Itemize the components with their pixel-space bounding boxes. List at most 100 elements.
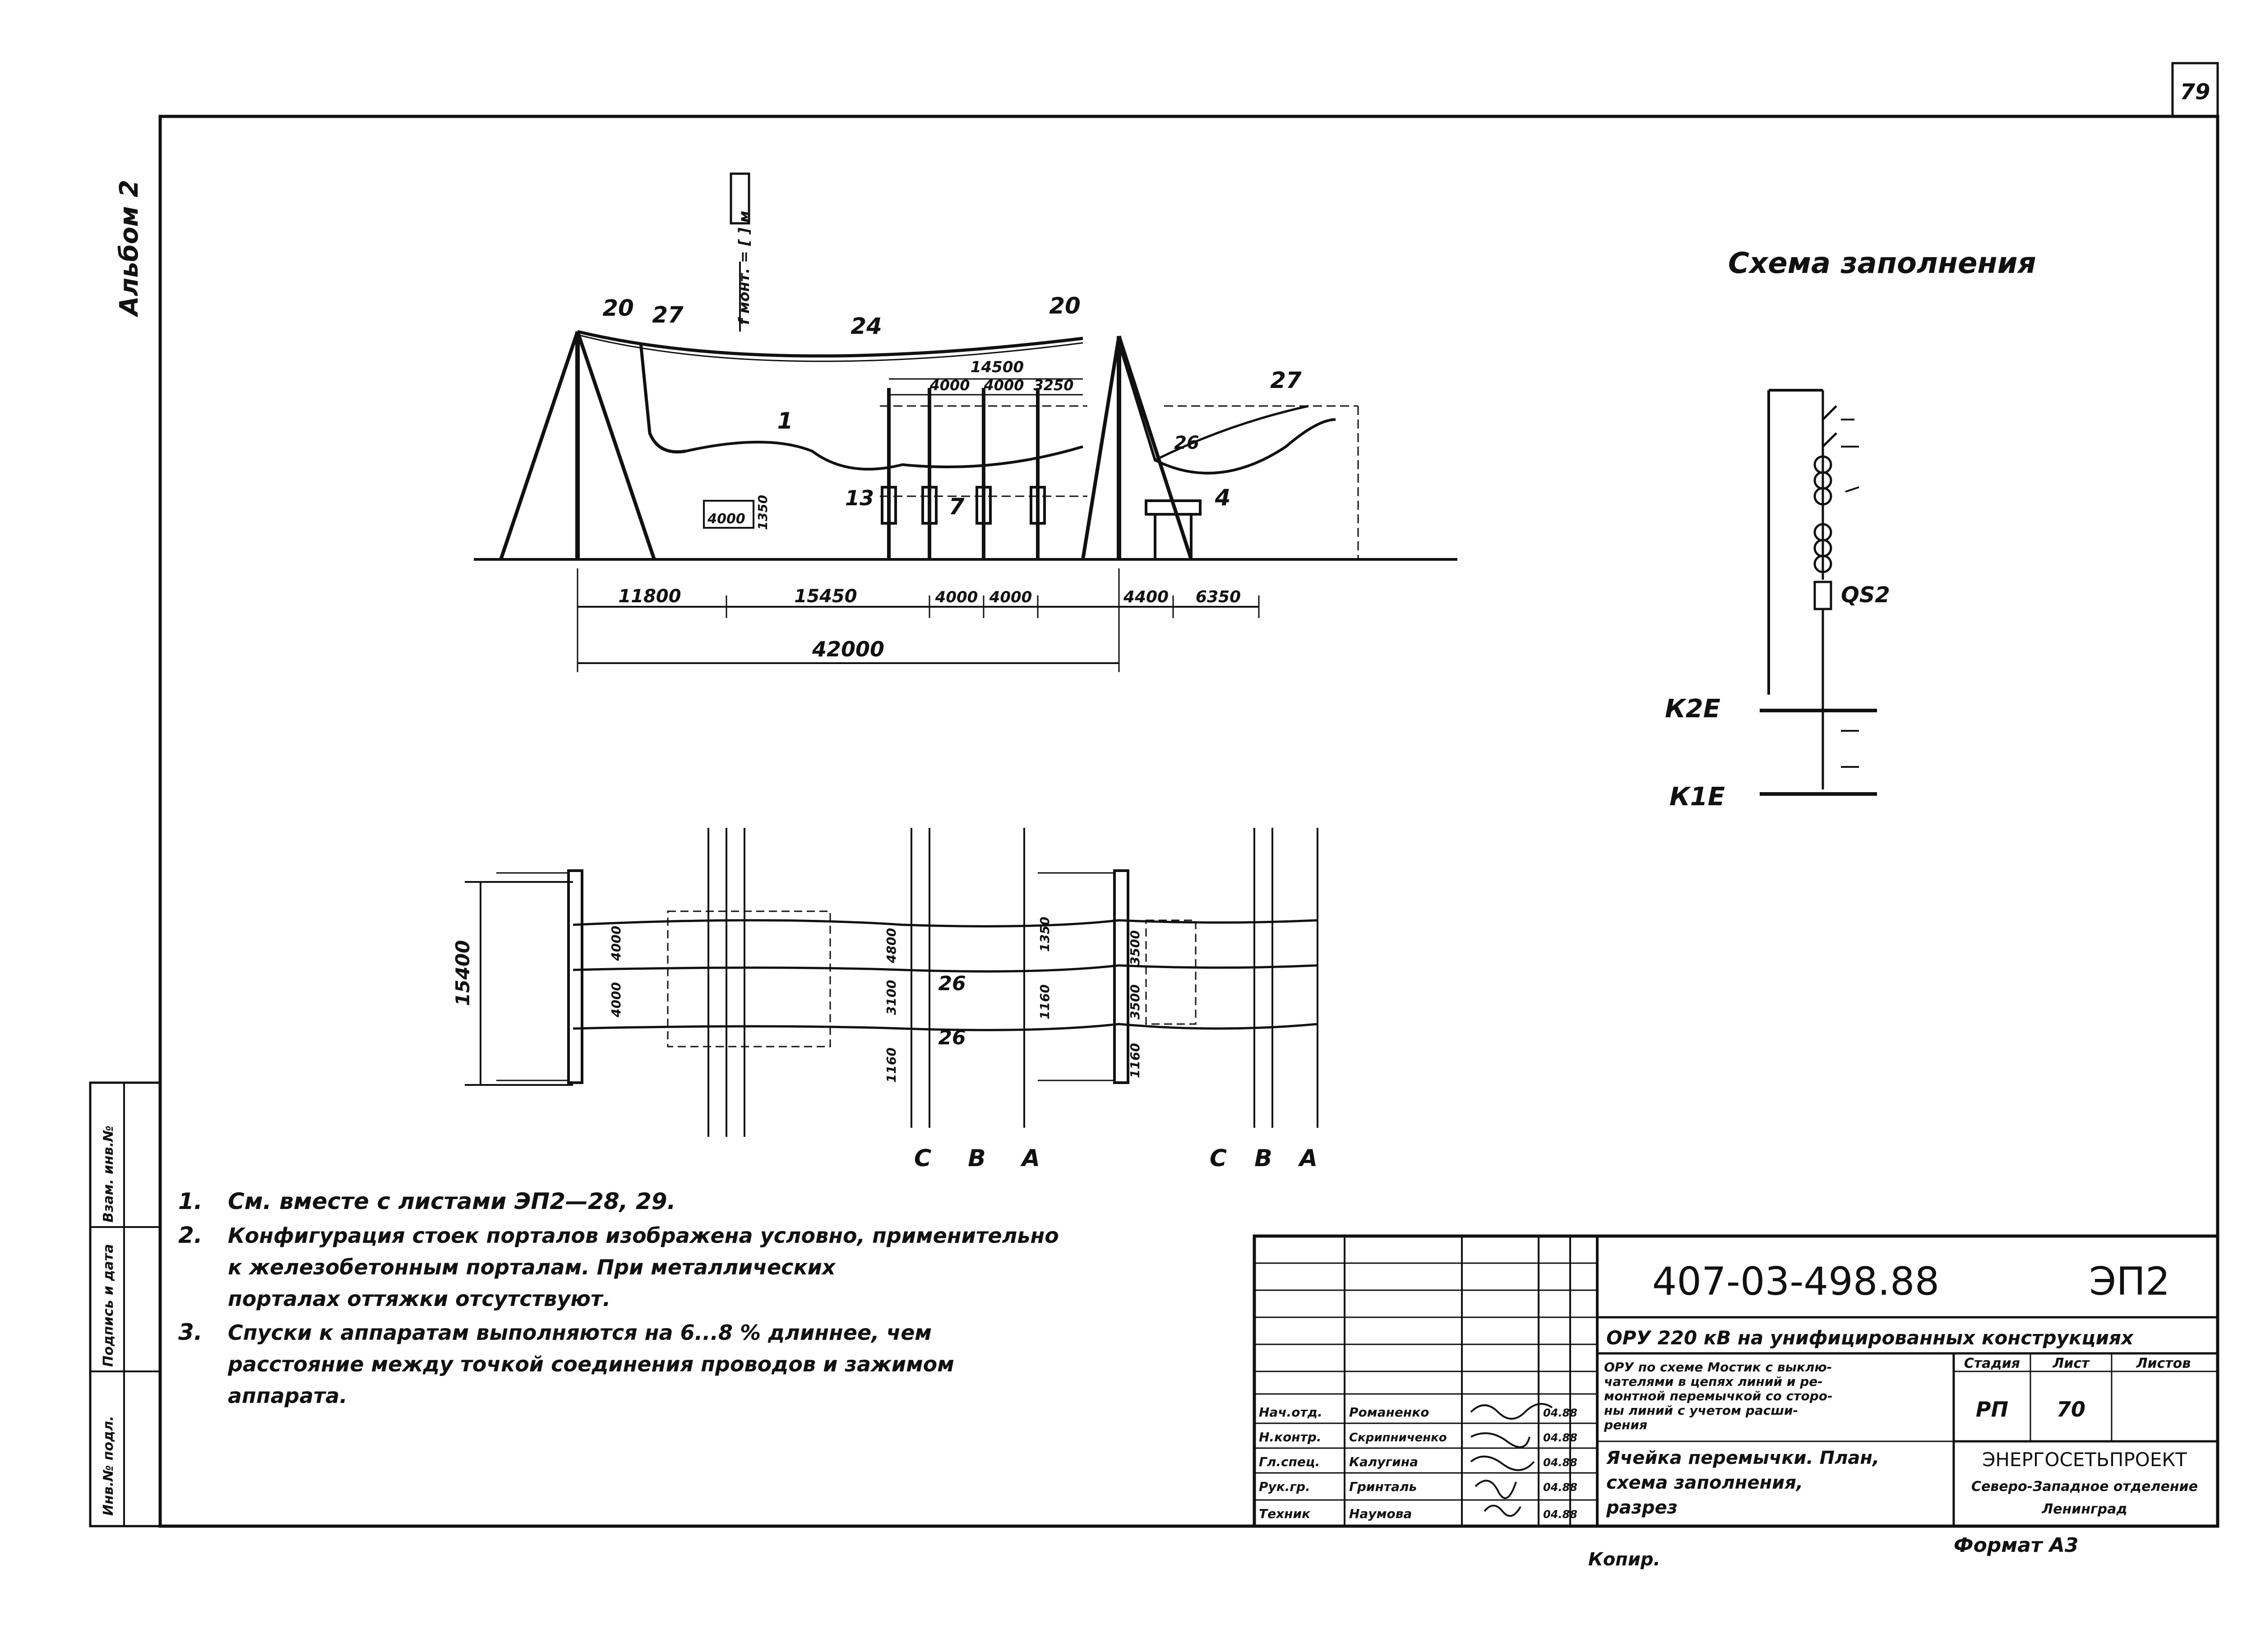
right-portal-leg-1	[1081, 336, 1121, 560]
sheets-header: Листов	[2136, 1356, 2191, 1371]
mount-label: f монт. = [ ] м	[735, 211, 753, 325]
span-wire-24	[577, 330, 1083, 358]
note-1-line-1: См. вместе с листами ЭП2—28, 29.	[228, 1188, 676, 1214]
staff-role: Техник	[1259, 1506, 1311, 1521]
org-name-1: ЭНЕРГОСЕТЬПРОЕКТ	[1982, 1449, 2187, 1471]
plan-dim-1160a: 1160	[884, 1047, 899, 1083]
top-dimension-lines	[889, 378, 1083, 396]
qs2-switch	[1813, 581, 1832, 610]
callout-20-right: 20	[1049, 293, 1081, 319]
album-label: Альбом 2	[115, 180, 144, 318]
top-dim-14500: 14500	[971, 358, 1024, 376]
note-3-num: 3.	[178, 1319, 203, 1345]
bottom-dimension-lines	[577, 568, 1260, 672]
plan-callout-26b: 26	[938, 1026, 966, 1049]
note-3-line-3: аппарата.	[228, 1384, 347, 1408]
sheet-code: ЭП2	[2089, 1259, 2170, 1304]
callout-1: 1	[777, 408, 793, 434]
callout-24: 24	[851, 313, 882, 339]
staff-date: 04.88	[1543, 1456, 1577, 1469]
drawing-title-2: схема заполнения,	[1606, 1472, 1803, 1493]
org-name-3: Ленинград	[2041, 1501, 2127, 1517]
sheet-value: 70	[2057, 1397, 2085, 1421]
phase-right-B: В	[1254, 1145, 1272, 1172]
note-3-line-2: расстояние между точкой соединения прово…	[227, 1352, 954, 1376]
org-name-2: Северо-Западное отделение	[1971, 1479, 2198, 1495]
fill-scheme-title: Схема заполнения	[1728, 247, 2036, 280]
side-stamp-replace: Взам. инв.№	[101, 1126, 116, 1223]
connection-wire-1	[685, 441, 1083, 471]
staff-role: Нач.отд.	[1259, 1405, 1322, 1420]
staff-role: Рук.гр.	[1259, 1479, 1310, 1494]
drawing-title-3: разрез	[1606, 1497, 1678, 1518]
wire-27-right	[1118, 342, 1336, 475]
staff-name: Калугина	[1349, 1454, 1418, 1469]
plan-drawing	[465, 828, 1318, 1137]
plan-dim-15400: 15400	[452, 940, 474, 1006]
phase-left-C: С	[914, 1145, 931, 1172]
footer-format: Формат А3	[1954, 1534, 2079, 1557]
bus-label-K2E: К2Е	[1665, 694, 1720, 724]
phase-right-A: А	[1298, 1145, 1318, 1172]
plan-callout-26a: 26	[938, 972, 966, 995]
scheme-desc-4: ны линий с учетом расши-	[1604, 1403, 1798, 1418]
callout-20-left: 20	[602, 295, 634, 321]
right-portal-leg-3	[1117, 335, 1193, 560]
callout-27-right: 27	[1270, 367, 1302, 393]
plan-dim-4800: 4800	[884, 928, 899, 964]
side-stamp-inv: Инв.№ подл.	[101, 1416, 116, 1516]
sheet-frame	[158, 62, 2219, 1528]
phase-left-A: А	[1020, 1145, 1040, 1172]
top-dim-4000b: 4000	[983, 377, 1024, 394]
plan-dim-1160b: 1160	[1037, 984, 1052, 1020]
notes-block: 1. См. вместе с листами ЭП2—28, 29. 2. К…	[178, 1188, 1059, 1408]
bottom-dim-4000b: 4000	[989, 588, 1032, 606]
wire-27-right-b	[1154, 405, 1309, 461]
qs2-label: QS2	[1841, 582, 1890, 608]
note-2-line-1: Конфигурация стоек порталов изображена у…	[228, 1223, 1059, 1248]
scheme-desc-2: чателями в цепях линий и ре-	[1604, 1374, 1823, 1389]
footer-copied: Копир.	[1588, 1549, 1660, 1570]
plan-dim-4000a: 4000	[609, 926, 624, 961]
bottom-dim-6350: 6350	[1196, 588, 1241, 606]
left-portal-leg-3	[576, 331, 656, 560]
plan-dim-1160c: 1160	[1128, 1043, 1142, 1078]
bottom-dim-15450: 15450	[794, 586, 857, 607]
side-stamp	[89, 1081, 162, 1527]
callout-4: 4	[1215, 485, 1231, 511]
doc-code: 407-03-498.88	[1652, 1259, 1940, 1304]
object-title: ОРУ 220 кВ на унифицированных конструкци…	[1606, 1327, 2134, 1349]
bottom-dim-4400: 4400	[1123, 588, 1169, 606]
inner-dim-4000: 4000	[707, 511, 745, 527]
callout-13: 13	[845, 486, 874, 510]
plan-dim-3500a: 3500	[1128, 930, 1142, 965]
note-3-line-1: Спуски к аппаратам выполняются на 6...8 …	[228, 1320, 932, 1345]
stage-value: РП	[1976, 1397, 2008, 1421]
staff-date: 04.88	[1543, 1481, 1577, 1494]
sheet-number: 79	[2180, 79, 2210, 105]
staff-name: Гринталь	[1349, 1479, 1417, 1494]
note-2-line-3: порталах оттяжки отсутствуют.	[228, 1287, 610, 1311]
total-dim-42000: 42000	[812, 637, 884, 661]
plan-dim-3100: 3100	[884, 980, 899, 1015]
plan-dim-4000b: 4000	[609, 982, 624, 1018]
fill-scheme-diagram	[1760, 389, 1877, 796]
plan-dim-1350: 1350	[1037, 917, 1052, 952]
equipment-4	[1145, 499, 1202, 516]
signature-scribbles	[1470, 1403, 1553, 1517]
drop-left	[639, 342, 686, 454]
callout-27-left: 27	[652, 302, 684, 328]
callout-26: 26	[1174, 433, 1199, 453]
staff-date: 04.88	[1543, 1407, 1577, 1419]
scheme-desc-5: рения	[1604, 1417, 1647, 1432]
staff-date: 04.88	[1543, 1431, 1577, 1444]
top-dim-4000a: 4000	[929, 377, 970, 394]
left-portal-leg-1	[499, 331, 579, 560]
note-1-num: 1.	[178, 1188, 203, 1214]
callout-7: 7	[949, 494, 965, 520]
bottom-dim-11800: 11800	[618, 586, 681, 607]
note-2-line-2: к железобетонным порталам. При металличе…	[228, 1255, 836, 1279]
staff-rows: Нач.отд. Романенко 04.88 Н.контр. Скрипн…	[1259, 1403, 1577, 1521]
phase-right-C: С	[1210, 1145, 1227, 1172]
